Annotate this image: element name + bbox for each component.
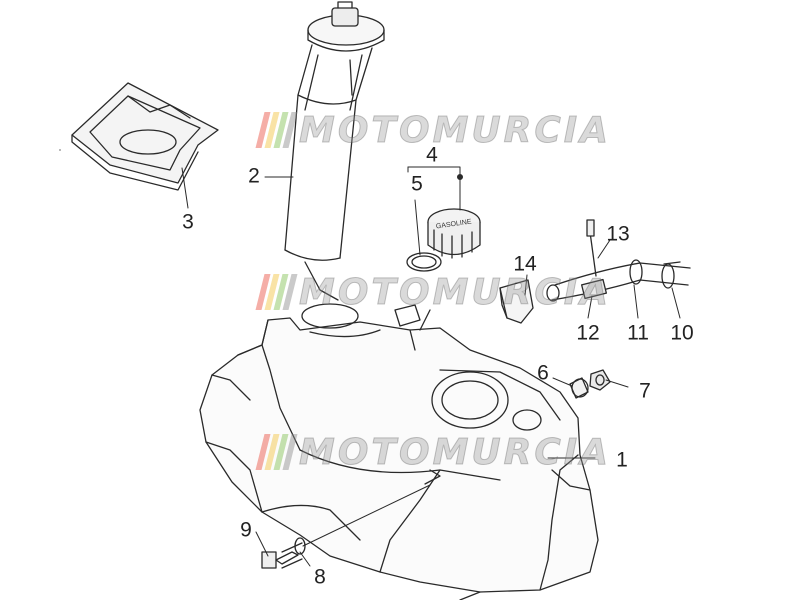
bolt-washer-part: [261, 537, 306, 569]
seal-ring-part: [406, 252, 442, 272]
callout-12: 12: [576, 321, 600, 345]
leader-lines: [181, 166, 681, 567]
callout-10: 10: [670, 321, 694, 345]
fuel-cap-part: [427, 208, 481, 259]
watermark: MOTOMURCIA: [255, 109, 612, 151]
callout-1: 1: [616, 448, 628, 472]
bracket-part: [499, 279, 534, 324]
callout-14: 14: [513, 252, 537, 276]
fuel-tank-part: [199, 303, 599, 600]
hose-assembly-part: [546, 219, 691, 302]
callout-11: 11: [627, 321, 649, 345]
callout-7: 7: [639, 379, 651, 403]
callout-2: 2: [248, 164, 260, 188]
cap-lettering: GASOLINE: [436, 219, 473, 231]
watermark-stripes: [255, 274, 298, 310]
watermark-stripes: [255, 112, 298, 148]
watermark-text: MOTOMURCIA: [298, 431, 612, 473]
callout-8: 8: [314, 565, 326, 589]
watermark-text: MOTOMURCIA: [298, 109, 612, 151]
callout-9: 9: [240, 518, 252, 542]
callout-4: 4: [426, 143, 438, 167]
callout-6: 6: [537, 361, 549, 385]
callout-5: 5: [411, 172, 423, 196]
spacer-nut-part: [569, 369, 611, 399]
watermark: MOTOMURCIA: [255, 431, 612, 473]
watermark-text: MOTOMURCIA: [298, 271, 612, 313]
cover-plate-part: [59, 82, 219, 191]
watermark: MOTOMURCIA: [255, 271, 612, 313]
fuel-sender-part: [284, 1, 385, 301]
watermark-stripes: [255, 434, 298, 470]
callout-3: 3: [182, 210, 194, 234]
callout-13: 13: [606, 222, 630, 246]
